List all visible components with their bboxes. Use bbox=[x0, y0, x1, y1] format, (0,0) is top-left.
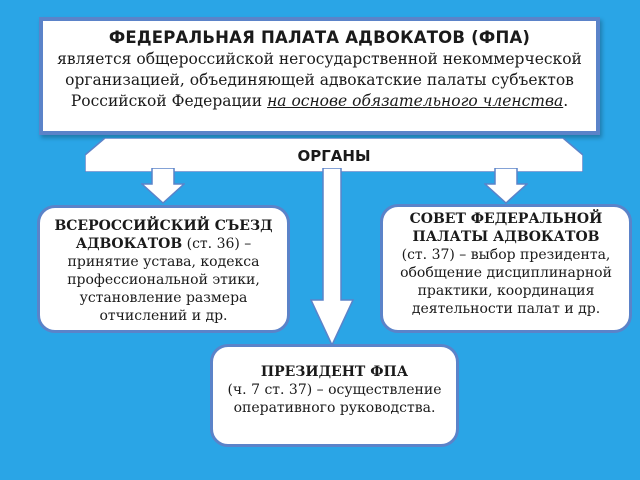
president-text: (ч. 7 ст. 37) – осуществление оперативно… bbox=[227, 382, 442, 416]
federal-chamber-description: является общероссийской негосударственно… bbox=[43, 49, 596, 112]
president-box: ПРЕЗИДЕНТ ФПА (ч. 7 ст. 37) – осуществле… bbox=[210, 344, 459, 447]
federal-chamber-title: ФЕДЕРАЛЬНАЯ ПАЛАТА АДВОКАТОВ (ФПА) bbox=[108, 28, 531, 47]
description-period: . bbox=[563, 92, 569, 110]
congress-title: ВСЕРОССИЙСКИЙ СЪЕЗД АДВОКАТОВ bbox=[54, 218, 273, 252]
arrow-down-long-icon bbox=[310, 168, 354, 346]
organs-banner: ОРГАНЫ bbox=[85, 138, 583, 172]
congress-box: ВСЕРОССИЙСКИЙ СЪЕЗД АДВОКАТОВ (ст. 36) –… bbox=[37, 205, 290, 333]
arrow-down-icon bbox=[484, 168, 528, 204]
council-box: СОВЕТ ФЕДЕРАЛЬНОЙ ПАЛАТЫ АДВОКАТОВ (ст. … bbox=[380, 204, 632, 333]
president-title: ПРЕЗИДЕНТ ФПА bbox=[260, 364, 409, 380]
council-title: СОВЕТ ФЕДЕРАЛЬНОЙ ПАЛАТЫ АДВОКАТОВ bbox=[409, 211, 603, 245]
council-text: (ст. 37) – выбор президента, обобщение д… bbox=[400, 247, 612, 317]
description-text: является общероссийской негосударственно… bbox=[57, 50, 582, 110]
congress-text: (ст. 36) – принятие устава, кодекса проф… bbox=[67, 236, 260, 324]
arrow-down-icon bbox=[141, 168, 185, 204]
federal-chamber-box: ФЕДЕРАЛЬНАЯ ПАЛАТА АДВОКАТОВ (ФПА) являе… bbox=[39, 17, 600, 135]
organs-banner-shape bbox=[85, 138, 583, 172]
description-underlined: на основе обязательного членства bbox=[267, 92, 564, 110]
organs-label: ОРГАНЫ bbox=[297, 147, 371, 165]
